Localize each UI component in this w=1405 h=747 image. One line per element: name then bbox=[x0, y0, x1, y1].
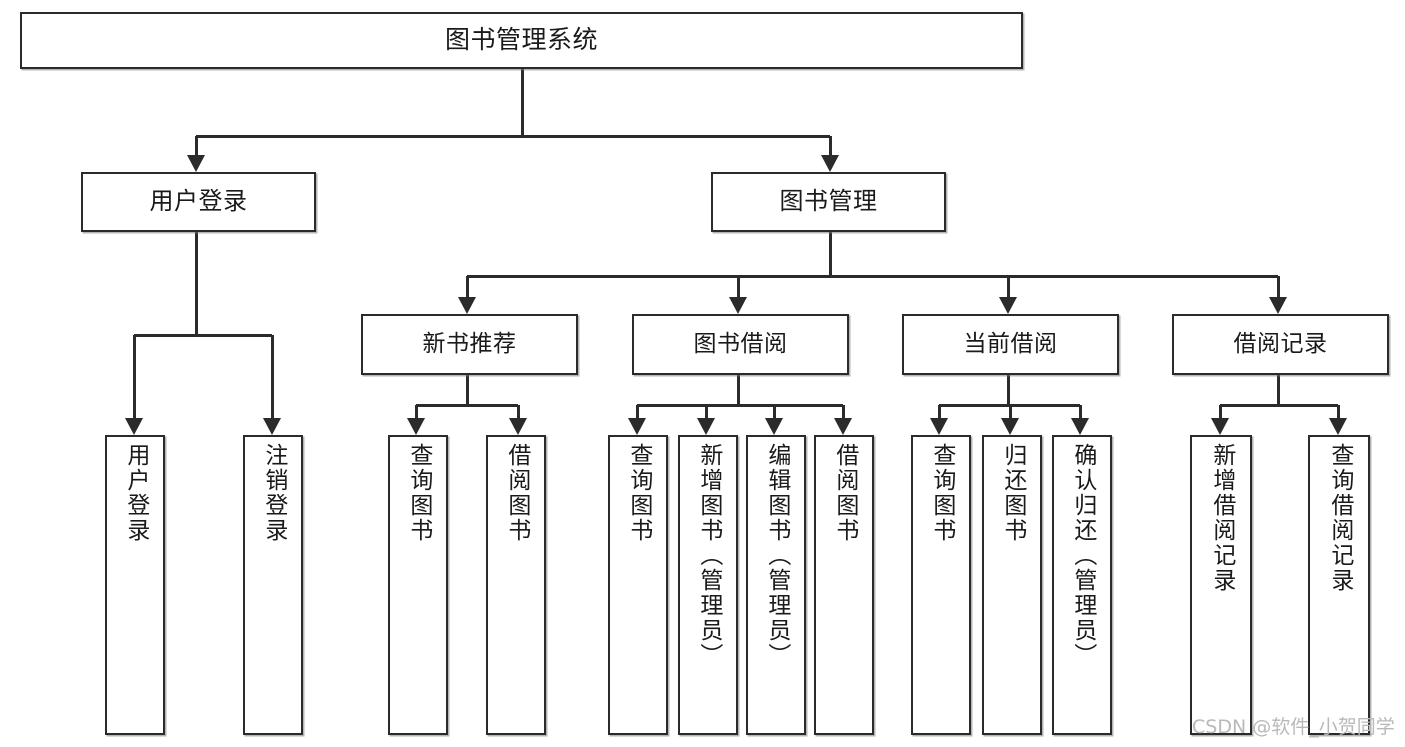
node-label: 借阅图书 bbox=[503, 443, 530, 543]
node-label: 查询借阅记录 bbox=[1326, 443, 1353, 593]
node-label: 确认归还（管理员） bbox=[1069, 443, 1096, 668]
leaf-node-1[interactable]: 用户登录 bbox=[105, 435, 165, 735]
node-label: 注销登录 bbox=[260, 443, 287, 543]
connector-drop-borrow-book-3 bbox=[772, 405, 776, 418]
connector-drop-new-book-2 bbox=[516, 405, 520, 418]
arrow-new-book-1 bbox=[407, 418, 425, 435]
connector-bus-borrow-record bbox=[1220, 403, 1338, 407]
connector-drop-root-to-level1-2 bbox=[828, 136, 832, 155]
leaf-node-4[interactable]: 借阅图书 bbox=[486, 435, 546, 735]
root-node-1[interactable]: 图书管理系统 bbox=[20, 12, 1023, 69]
connector-drop-borrow-book-1 bbox=[635, 405, 639, 418]
connector-stem-new-book bbox=[465, 375, 469, 405]
node-label: 编辑图书（管理员） bbox=[763, 443, 790, 668]
arrow-level1-user-2 bbox=[263, 418, 281, 435]
connector-drop-new-book-1 bbox=[414, 405, 418, 418]
connector-drop-level1-book-4 bbox=[1276, 276, 1280, 297]
connector-drop-borrow-record-2 bbox=[1336, 405, 1340, 418]
arrow-root-to-level1-2 bbox=[821, 155, 839, 172]
arrow-current-borrow-3 bbox=[1071, 418, 1089, 435]
connector-stem-level1-book bbox=[828, 232, 832, 276]
arrow-level1-user-1 bbox=[125, 418, 143, 435]
leaf-node-5[interactable]: 查询图书 bbox=[608, 435, 668, 735]
connector-drop-root-to-level1-1 bbox=[194, 136, 198, 155]
node-label: 图书借阅 bbox=[693, 331, 788, 358]
connector-stem-borrow-record bbox=[1276, 375, 1280, 405]
level2-node-3[interactable]: 当前借阅 bbox=[902, 314, 1119, 375]
connector-drop-borrow-record-1 bbox=[1218, 405, 1222, 418]
arrow-level1-book-4 bbox=[1269, 297, 1287, 314]
arrow-borrow-record-2 bbox=[1329, 418, 1347, 435]
level2-node-4[interactable]: 借阅记录 bbox=[1172, 314, 1389, 375]
connector-drop-borrow-book-4 bbox=[841, 405, 845, 418]
leaf-node-3[interactable]: 查询图书 bbox=[388, 435, 448, 735]
connector-stem-level1-user bbox=[194, 232, 198, 335]
node-label: 用户登录 bbox=[149, 187, 248, 216]
connector-stem-current-borrow bbox=[1006, 375, 1010, 405]
connector-drop-borrow-book-2 bbox=[704, 405, 708, 418]
arrow-level1-book-2 bbox=[729, 297, 747, 314]
connector-bus-root-to-level1 bbox=[196, 134, 830, 138]
arrow-current-borrow-2 bbox=[1001, 418, 1019, 435]
connector-drop-level1-book-3 bbox=[1006, 276, 1010, 297]
leaf-node-9[interactable]: 查询图书 bbox=[911, 435, 971, 735]
node-label: 图书管理系统 bbox=[444, 25, 598, 55]
connector-bus-new-book bbox=[416, 403, 518, 407]
level2-node-1[interactable]: 新书推荐 bbox=[361, 314, 578, 375]
level1-node-1[interactable]: 用户登录 bbox=[81, 172, 316, 232]
leaf-node-12[interactable]: 新增借阅记录 bbox=[1190, 435, 1252, 735]
connector-drop-current-borrow-2 bbox=[1008, 405, 1012, 418]
connector-bus-level1-user bbox=[134, 333, 272, 337]
node-label: 用户登录 bbox=[122, 443, 149, 543]
node-label: 查询图书 bbox=[405, 443, 432, 543]
arrow-borrow-book-3 bbox=[765, 418, 783, 435]
connector-drop-level1-user-2 bbox=[270, 335, 274, 418]
arrow-root-to-level1-1 bbox=[187, 155, 205, 172]
connector-stem-borrow-book bbox=[736, 375, 740, 405]
arrow-borrow-book-1 bbox=[628, 418, 646, 435]
node-label: 借阅图书 bbox=[831, 443, 858, 543]
connector-bus-level1-book bbox=[467, 274, 1278, 278]
leaf-node-13[interactable]: 查询借阅记录 bbox=[1308, 435, 1370, 735]
arrow-borrow-record-1 bbox=[1211, 418, 1229, 435]
node-label: 当前借阅 bbox=[963, 331, 1058, 358]
node-label: 归还图书 bbox=[999, 443, 1026, 543]
arrow-level1-book-3 bbox=[999, 297, 1017, 314]
level1-node-2[interactable]: 图书管理 bbox=[711, 172, 946, 232]
node-label: 新增借阅记录 bbox=[1208, 443, 1235, 593]
node-label: 查询图书 bbox=[625, 443, 652, 543]
leaf-node-2[interactable]: 注销登录 bbox=[243, 435, 303, 735]
arrow-level1-book-1 bbox=[458, 297, 476, 314]
connector-drop-level1-book-2 bbox=[736, 276, 740, 297]
leaf-node-7[interactable]: 编辑图书（管理员） bbox=[746, 435, 806, 735]
arrow-new-book-2 bbox=[509, 418, 527, 435]
node-label: 新增图书（管理员） bbox=[695, 443, 722, 668]
arrow-current-borrow-1 bbox=[930, 418, 948, 435]
connector-stem-root-to-level1 bbox=[520, 69, 524, 136]
arrow-borrow-book-2 bbox=[697, 418, 715, 435]
connector-drop-current-borrow-3 bbox=[1078, 405, 1082, 418]
node-label: 图书管理 bbox=[779, 187, 878, 216]
leaf-node-11[interactable]: 确认归还（管理员） bbox=[1052, 435, 1112, 735]
arrow-borrow-book-4 bbox=[834, 418, 852, 435]
node-label: 新书推荐 bbox=[422, 331, 517, 358]
connector-drop-level1-book-1 bbox=[465, 276, 469, 297]
connector-bus-borrow-book bbox=[637, 403, 843, 407]
node-label: 查询图书 bbox=[928, 443, 955, 543]
leaf-node-6[interactable]: 新增图书（管理员） bbox=[678, 435, 738, 735]
leaf-node-10[interactable]: 归还图书 bbox=[982, 435, 1042, 735]
level2-node-2[interactable]: 图书借阅 bbox=[632, 314, 849, 375]
connector-drop-level1-user-1 bbox=[132, 335, 136, 418]
connector-drop-current-borrow-1 bbox=[937, 405, 941, 418]
leaf-node-8[interactable]: 借阅图书 bbox=[814, 435, 874, 735]
node-label: 借阅记录 bbox=[1233, 331, 1328, 358]
